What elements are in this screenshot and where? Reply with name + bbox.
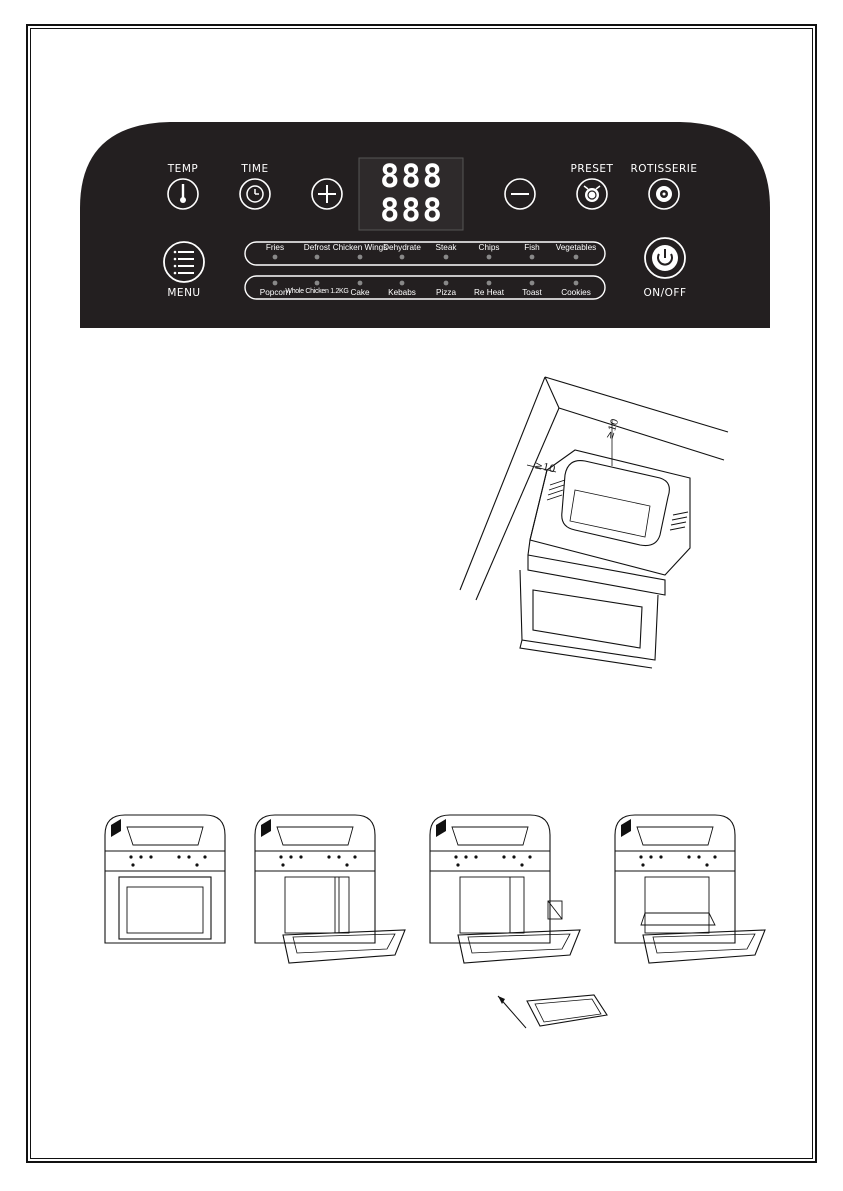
program-led [444, 281, 449, 286]
program-led [530, 255, 535, 260]
time-label: TIME [210, 163, 300, 175]
rotisserie-label: ROTISSERIE [619, 163, 709, 175]
program-led [400, 255, 405, 260]
program-led [273, 255, 278, 260]
onoff-label: ON/OFF [620, 287, 710, 299]
program-led [530, 281, 535, 286]
program-led [574, 281, 579, 286]
program-led [315, 281, 320, 286]
program-label: Cookies [541, 288, 611, 297]
program-label: Vegetables [541, 243, 611, 252]
program-led [574, 255, 579, 260]
program-led [487, 281, 492, 286]
control-panel-diagram: 888 888 TEMP TIME PRESET ROTISSERIE MENU… [80, 118, 770, 328]
menu-label: MENU [139, 287, 229, 299]
program-led [358, 281, 363, 286]
program-led [358, 255, 363, 260]
display-bottom: 888 [368, 192, 456, 228]
program-led [315, 255, 320, 260]
display-top: 888 [368, 158, 456, 194]
program-led [273, 281, 278, 286]
program-led [444, 255, 449, 260]
program-led [487, 255, 492, 260]
program-led [400, 281, 405, 286]
